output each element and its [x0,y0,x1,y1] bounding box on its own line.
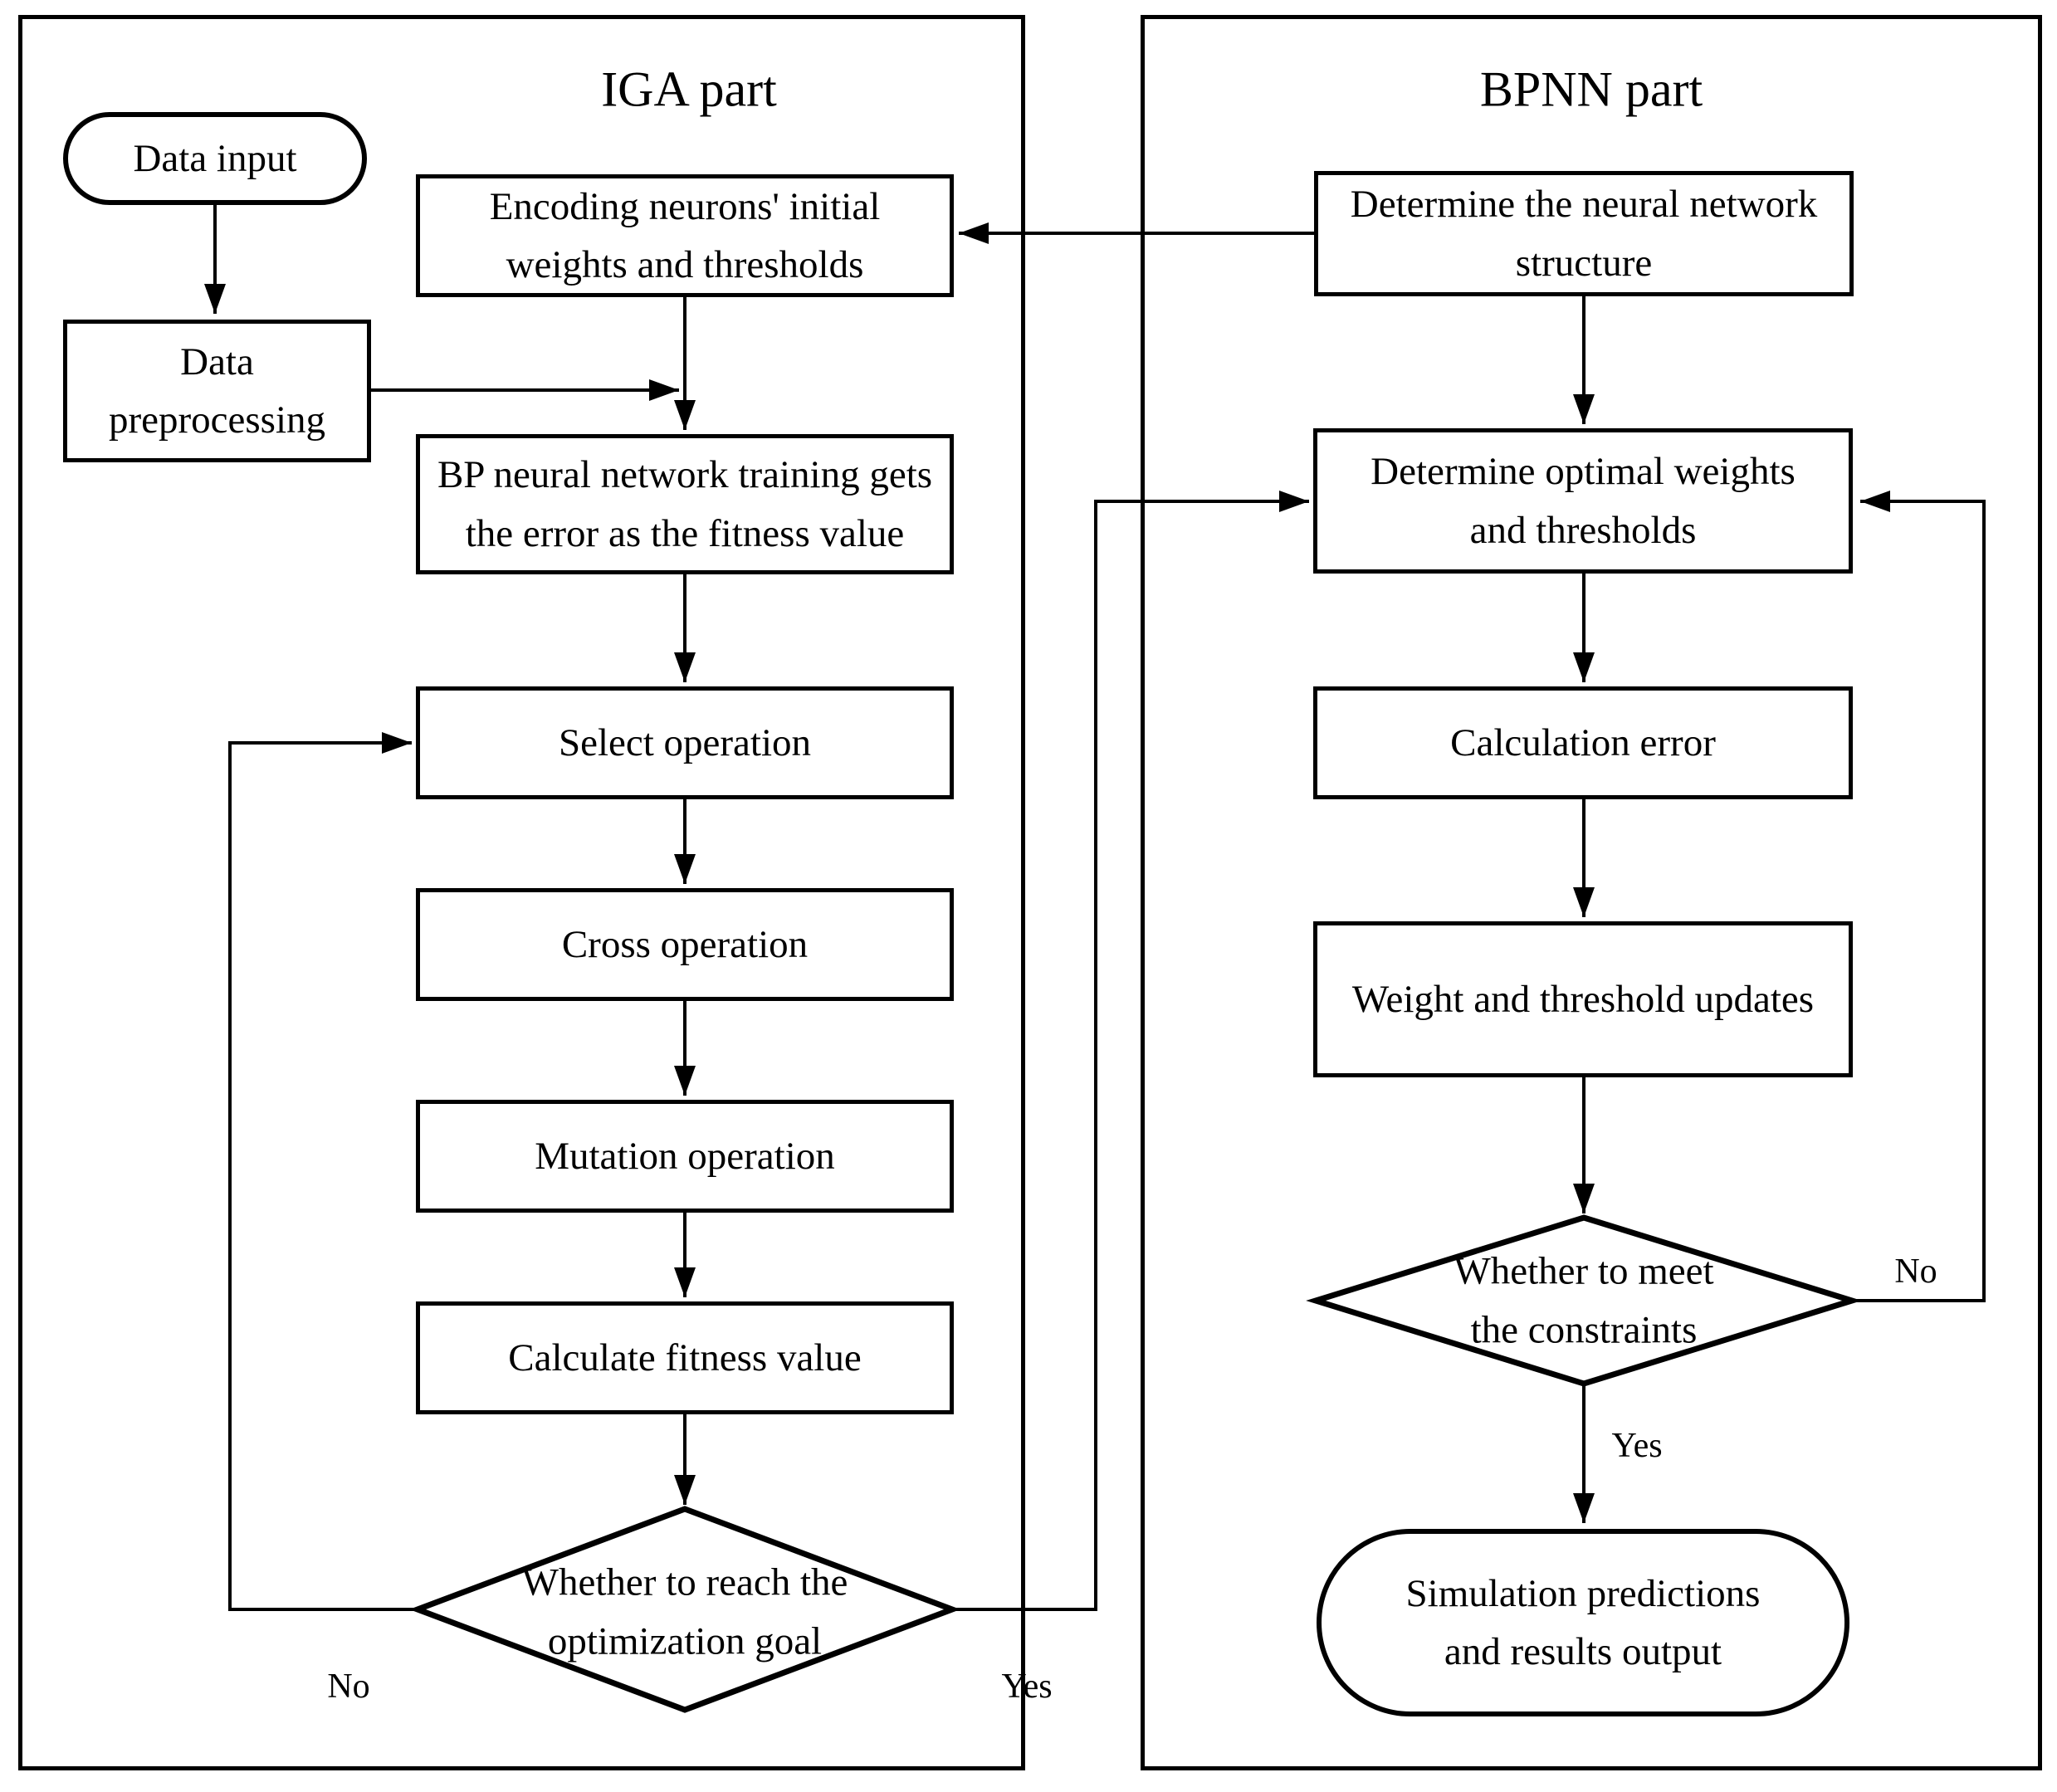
iga-no-label: No [327,1667,370,1706]
iga-panel-title: IGA part [601,61,777,117]
bpnn-decision-label: Whether to meet the constraints [1454,1249,1714,1352]
node-weight-threshold-updates: Weight and threshold updates [1313,921,1853,1077]
node-bp-training: BP neural network training gets the erro… [416,434,954,574]
iga-decision-label: Whether to reach the optimization goal [521,1560,848,1663]
node-data-input: Data input [63,112,367,205]
iga-yes-label: Yes [1001,1667,1053,1706]
node-cross-operation: Cross operation [416,888,954,1001]
node-determine-optimal: Determine optimal weights and thresholds [1313,428,1853,574]
node-determine-structure: Determine the neural network structure [1314,171,1854,296]
node-mutation-operation: Mutation operation [416,1100,954,1213]
node-data-preprocessing: Data preprocessing [63,320,371,462]
bpnn-no-label: No [1894,1252,1937,1291]
node-select-operation: Select operation [416,686,954,799]
node-calculation-error: Calculation error [1313,686,1853,799]
bpnn-panel-title: BPNN part [1479,61,1703,117]
node-encoding: Encoding neurons' initial weights and th… [416,174,954,297]
node-calculate-fitness: Calculate fitness value [416,1301,954,1414]
bpnn-yes-label: Yes [1611,1427,1663,1465]
node-simulation-output: Simulation predictions and results outpu… [1317,1529,1849,1716]
